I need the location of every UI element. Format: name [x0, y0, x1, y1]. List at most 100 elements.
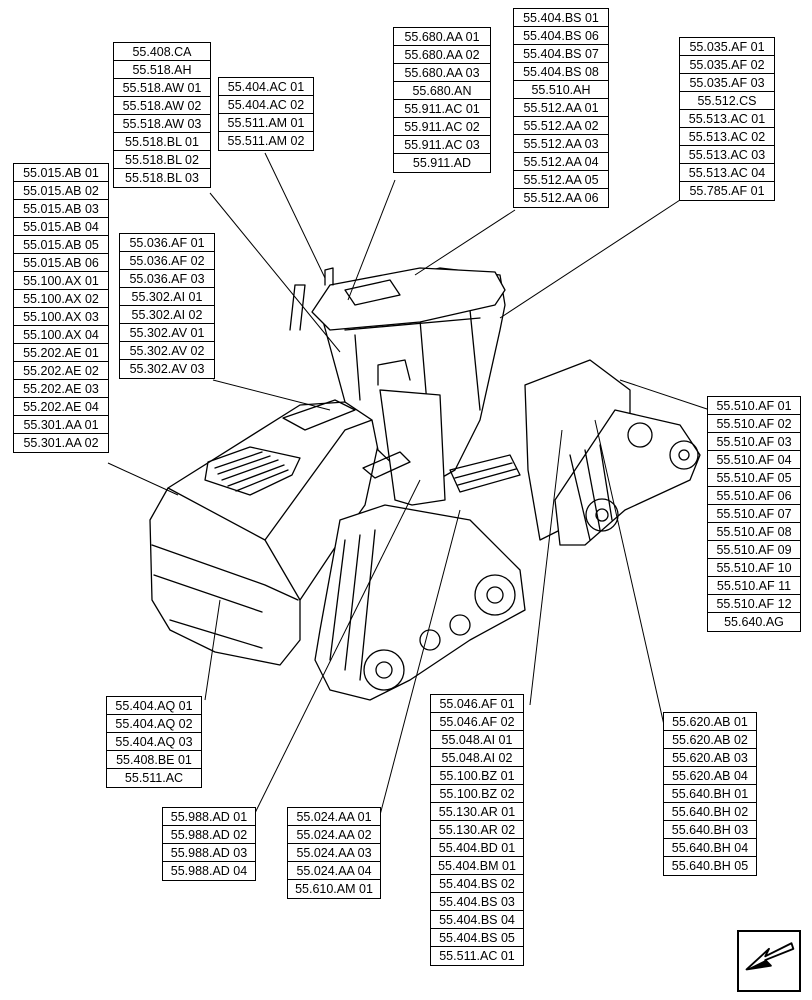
- part-code-link[interactable]: 55.640.AG: [724, 615, 784, 629]
- part-code-link[interactable]: 55.404.BS 05: [431, 929, 523, 947]
- part-code-link[interactable]: 55.680.AN: [394, 82, 490, 100]
- part-code-link[interactable]: 55.404.BD 01: [431, 839, 523, 857]
- part-code-link[interactable]: 55.640.BH 01: [664, 785, 756, 803]
- next-page-button[interactable]: [737, 930, 801, 992]
- part-code-link[interactable]: 55.015.AB 05: [14, 236, 108, 254]
- part-code-link[interactable]: 55.036.AF 02: [120, 252, 214, 270]
- part-code-link[interactable]: 55.513.AC 03: [680, 146, 774, 164]
- part-code-link[interactable]: 55.404.AQ 03: [107, 733, 201, 751]
- part-code-link[interactable]: 55.404.AC 02: [219, 96, 313, 114]
- part-code-link[interactable]: 55.100.AX 04: [14, 326, 108, 344]
- part-code-link[interactable]: 55.035.AF 03: [680, 74, 774, 92]
- part-code-link[interactable]: 55.911.AC 03: [394, 136, 490, 154]
- part-code-link[interactable]: 55.911.AD: [412, 156, 472, 170]
- part-code-link[interactable]: 55.404.BS 02: [431, 875, 523, 893]
- part-code-link[interactable]: 55.513.AC 01: [680, 110, 774, 128]
- part-code-link[interactable]: 55.130.AR 01: [431, 803, 523, 821]
- part-code-link[interactable]: 55.512.AA 03: [514, 135, 608, 153]
- part-code-link[interactable]: 55.202.AE 03: [14, 380, 108, 398]
- part-code-link[interactable]: 55.518.AW 01: [114, 79, 210, 97]
- part-code-link[interactable]: 55.512.AA 04: [514, 153, 608, 171]
- part-code-link[interactable]: 55.100.AX 01: [14, 272, 108, 290]
- part-code-link[interactable]: 55.510.AF 03: [708, 433, 800, 451]
- part-code-link[interactable]: 55.408.BE 01: [107, 751, 201, 769]
- part-code-link[interactable]: 55.046.AF 02: [431, 713, 523, 731]
- part-code-link[interactable]: 55.911.AC 02: [394, 118, 490, 136]
- part-code-link[interactable]: 55.518.BL 03: [125, 171, 199, 185]
- part-code-link[interactable]: 55.404.BS 08: [514, 63, 608, 81]
- part-code-link[interactable]: 55.404.BS 01: [514, 9, 608, 27]
- part-code-link[interactable]: 55.035.AF 01: [680, 38, 774, 56]
- part-code-link[interactable]: 55.024.AA 04: [288, 862, 380, 880]
- part-code-link[interactable]: 55.046.AF 01: [431, 695, 523, 713]
- part-code-link[interactable]: 55.036.AF 01: [120, 234, 214, 252]
- part-code-link[interactable]: 55.510.AH: [514, 81, 608, 99]
- part-code-link[interactable]: 55.408.CA: [114, 43, 210, 61]
- part-code-link[interactable]: 55.510.AF 01: [708, 397, 800, 415]
- part-code-link[interactable]: 55.404.AC 01: [219, 78, 313, 96]
- part-code-link[interactable]: 55.911.AC 01: [394, 100, 490, 118]
- part-code-link[interactable]: 55.510.AF 05: [708, 469, 800, 487]
- part-code-link[interactable]: 55.680.AA 03: [394, 64, 490, 82]
- part-code-link[interactable]: 55.302.AV 01: [120, 324, 214, 342]
- part-code-link[interactable]: 55.511.AC 01: [439, 949, 515, 963]
- part-code-link[interactable]: 55.640.BH 03: [664, 821, 756, 839]
- part-code-link[interactable]: 55.510.AF 02: [708, 415, 800, 433]
- part-code-link[interactable]: 55.513.AC 04: [680, 164, 774, 182]
- part-code-link[interactable]: 55.511.AM 01: [219, 114, 313, 132]
- part-code-link[interactable]: 55.015.AB 02: [14, 182, 108, 200]
- part-code-link[interactable]: 55.302.AV 03: [129, 362, 205, 376]
- part-code-link[interactable]: 55.620.AB 01: [664, 713, 756, 731]
- part-code-link[interactable]: 55.680.AA 02: [394, 46, 490, 64]
- part-code-link[interactable]: 55.518.BL 02: [114, 151, 210, 169]
- part-code-link[interactable]: 55.988.AD 03: [163, 844, 255, 862]
- part-code-link[interactable]: 55.024.AA 01: [288, 808, 380, 826]
- part-code-link[interactable]: 55.988.AD 01: [163, 808, 255, 826]
- part-code-link[interactable]: 55.015.AB 03: [14, 200, 108, 218]
- part-code-link[interactable]: 55.202.AE 02: [14, 362, 108, 380]
- part-code-link[interactable]: 55.640.BH 02: [664, 803, 756, 821]
- part-code-link[interactable]: 55.512.AA 06: [523, 191, 599, 205]
- part-code-link[interactable]: 55.640.BH 04: [664, 839, 756, 857]
- part-code-link[interactable]: 55.512.CS: [680, 92, 774, 110]
- part-code-link[interactable]: 55.404.BS 03: [431, 893, 523, 911]
- part-code-link[interactable]: 55.404.BS 06: [514, 27, 608, 45]
- part-code-link[interactable]: 55.512.AA 01: [514, 99, 608, 117]
- part-code-link[interactable]: 55.518.AW 02: [114, 97, 210, 115]
- part-code-link[interactable]: 55.610.AM 01: [295, 882, 373, 896]
- part-code-link[interactable]: 55.513.AC 02: [680, 128, 774, 146]
- part-code-link[interactable]: 55.620.AB 02: [664, 731, 756, 749]
- part-code-link[interactable]: 55.404.BS 07: [514, 45, 608, 63]
- part-code-link[interactable]: 55.301.AA 01: [14, 416, 108, 434]
- part-code-link[interactable]: 55.988.AD 04: [170, 864, 248, 878]
- part-code-link[interactable]: 55.404.AQ 02: [107, 715, 201, 733]
- part-code-link[interactable]: 55.510.AF 10: [708, 559, 800, 577]
- part-code-link[interactable]: 55.024.AA 02: [288, 826, 380, 844]
- part-code-link[interactable]: 55.510.AF 12: [708, 595, 800, 613]
- part-code-link[interactable]: 55.100.BZ 01: [431, 767, 523, 785]
- part-code-link[interactable]: 55.015.AB 01: [14, 164, 108, 182]
- part-code-link[interactable]: 55.404.BM 01: [431, 857, 523, 875]
- part-code-link[interactable]: 55.510.AF 08: [708, 523, 800, 541]
- part-code-link[interactable]: 55.512.AA 05: [514, 171, 608, 189]
- part-code-link[interactable]: 55.518.AH: [114, 61, 210, 79]
- part-code-link[interactable]: 55.510.AF 04: [708, 451, 800, 469]
- part-code-link[interactable]: 55.048.AI 02: [431, 749, 523, 767]
- part-code-link[interactable]: 55.130.AR 02: [431, 821, 523, 839]
- part-code-link[interactable]: 55.302.AI 02: [120, 306, 214, 324]
- part-code-link[interactable]: 55.202.AE 04: [14, 398, 108, 416]
- part-code-link[interactable]: 55.035.AF 02: [680, 56, 774, 74]
- part-code-link[interactable]: 55.100.AX 02: [14, 290, 108, 308]
- part-code-link[interactable]: 55.404.AQ 01: [107, 697, 201, 715]
- part-code-link[interactable]: 55.404.BS 04: [431, 911, 523, 929]
- part-code-link[interactable]: 55.518.BL 01: [114, 133, 210, 151]
- part-code-link[interactable]: 55.620.AB 04: [664, 767, 756, 785]
- part-code-link[interactable]: 55.202.AE 01: [14, 344, 108, 362]
- part-code-link[interactable]: 55.640.BH 05: [671, 859, 749, 873]
- part-code-link[interactable]: 55.510.AF 07: [708, 505, 800, 523]
- part-code-link[interactable]: 55.785.AF 01: [689, 184, 765, 198]
- part-code-link[interactable]: 55.100.AX 03: [14, 308, 108, 326]
- part-code-link[interactable]: 55.620.AB 03: [664, 749, 756, 767]
- part-code-link[interactable]: 55.988.AD 02: [163, 826, 255, 844]
- part-code-link[interactable]: 55.510.AF 06: [708, 487, 800, 505]
